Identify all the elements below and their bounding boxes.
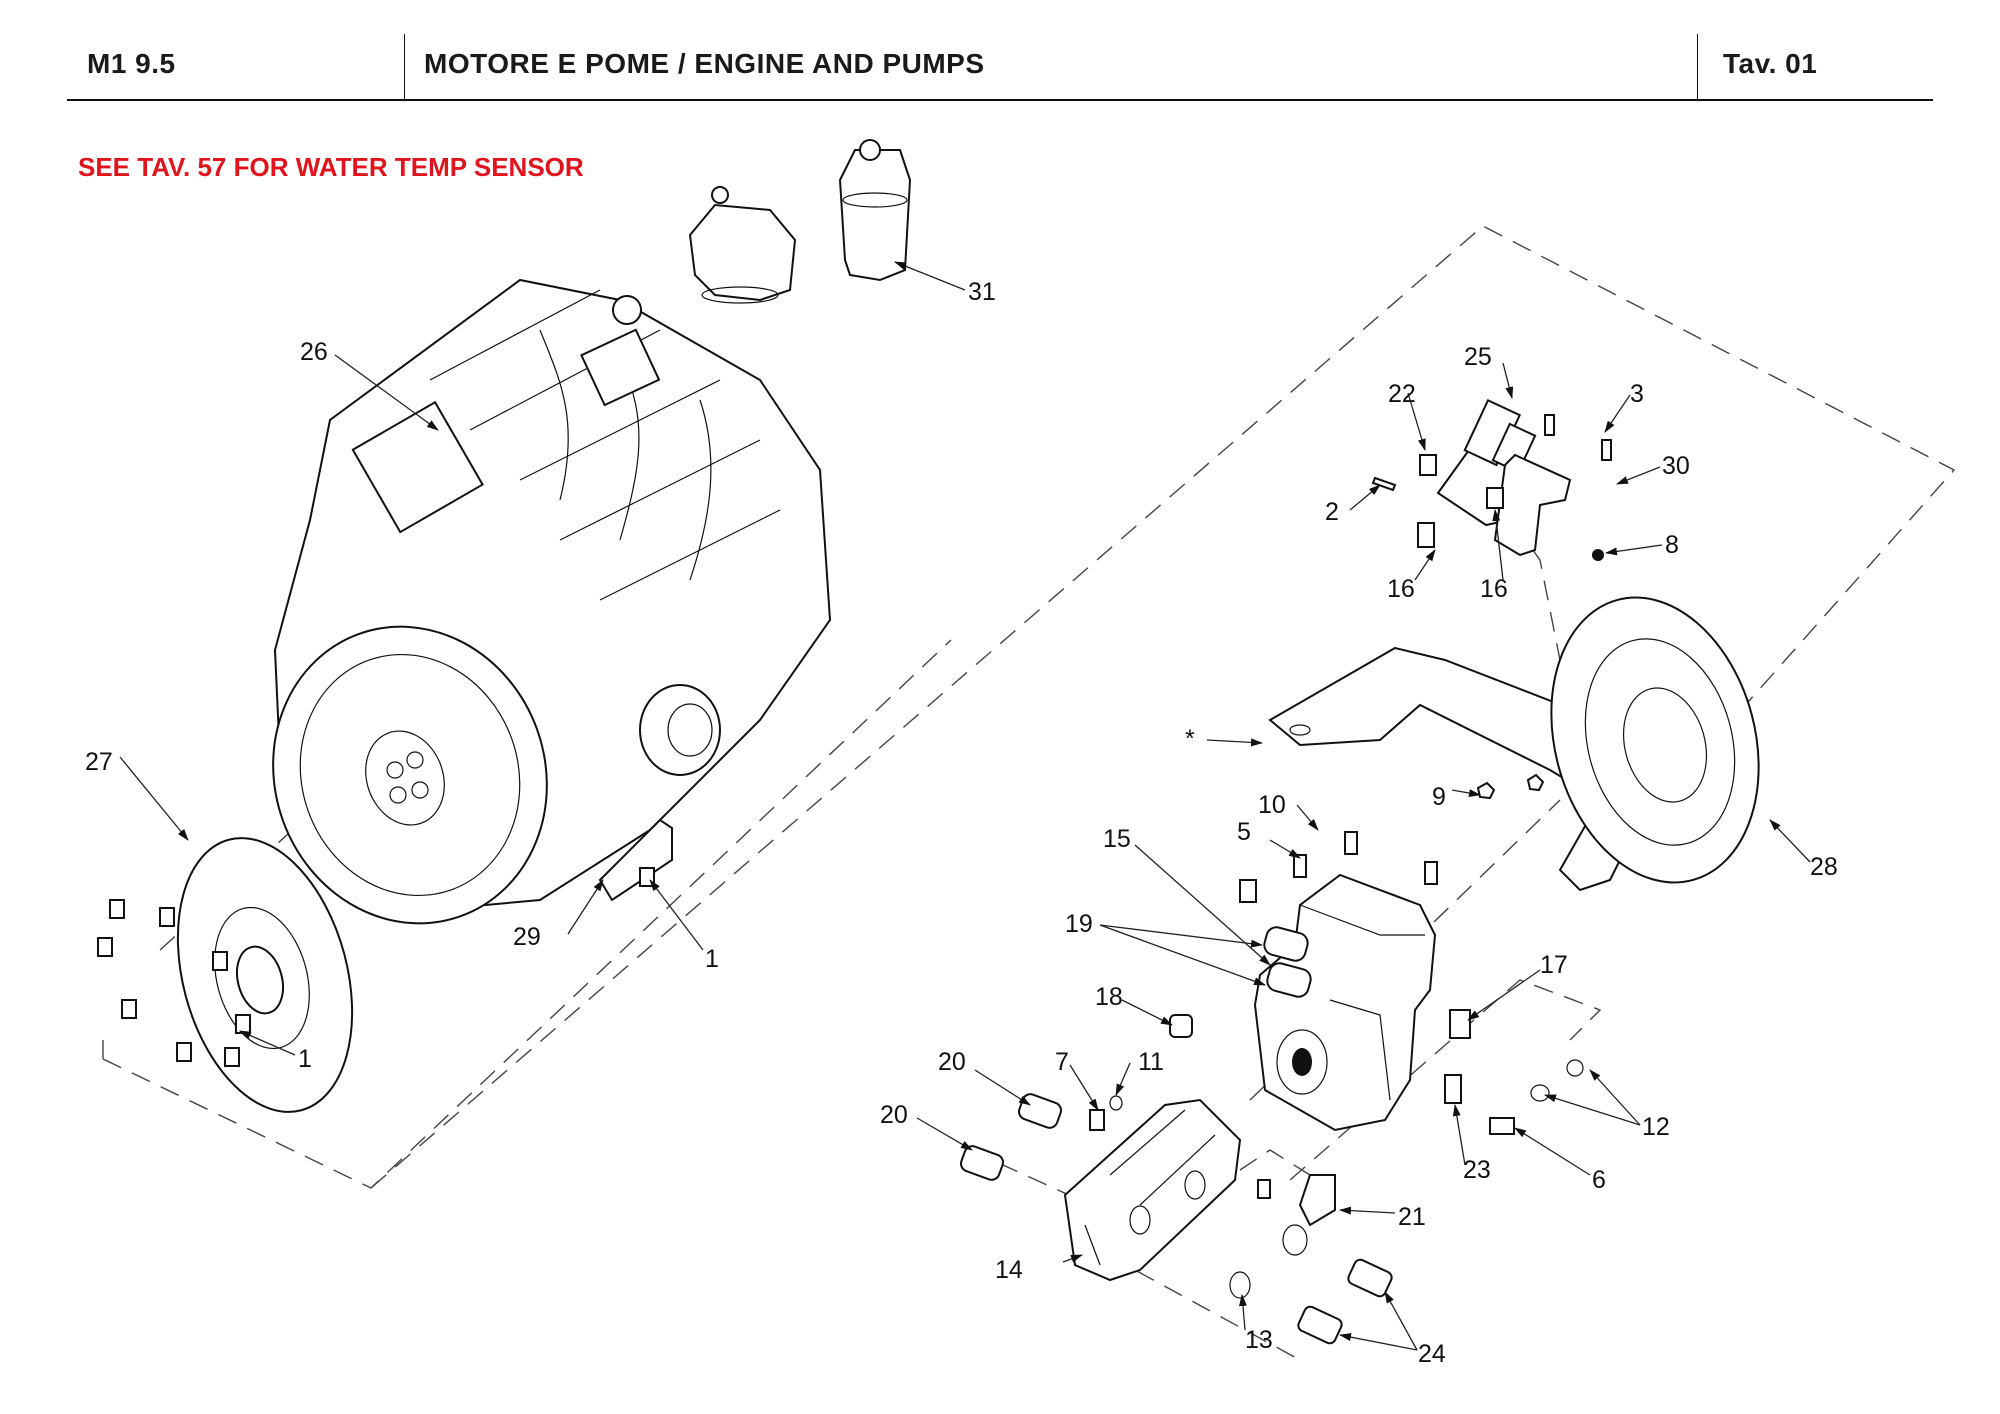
callout-19: 19 [1065, 910, 1093, 938]
callout-7: 7 [1055, 1048, 1069, 1076]
callout-24: 24 [1418, 1340, 1446, 1368]
callout-27: 27 [85, 748, 113, 776]
callout-11: 11 [1138, 1048, 1164, 1076]
callout-14: 14 [995, 1256, 1023, 1284]
callout-29: 29 [513, 923, 541, 951]
water-temp-sensor-note: SEE TAV. 57 FOR WATER TEMP SENSOR [78, 152, 584, 182]
callout-26: 26 [300, 338, 328, 366]
callout-1-coupling: 1 [298, 1045, 312, 1073]
callout-16-left: 16 [1387, 575, 1415, 603]
callout-25: 25 [1464, 343, 1492, 371]
gear-pump [1063, 1098, 1242, 1282]
assembly-outline-right [370, 225, 1956, 1189]
callout-10: 10 [1258, 791, 1286, 819]
callout-23: 23 [1463, 1156, 1491, 1184]
callout-20-lower: 20 [880, 1101, 908, 1129]
callout-1-engine: 1 [705, 945, 719, 973]
fuel-filter-right [838, 139, 912, 282]
callout-2: 2 [1325, 498, 1339, 526]
solenoid-valve-block [1371, 399, 1612, 561]
header-divider-right [1697, 34, 1698, 100]
callout-17: 17 [1540, 951, 1568, 979]
table-reference: Tav. 01 [1723, 48, 1818, 79]
small-parts-bottom [1089, 1059, 1584, 1345]
bracket-bolts [1239, 773, 1545, 903]
header-divider-left [404, 34, 405, 100]
callout-3: 3 [1630, 380, 1644, 408]
callout-8: 8 [1665, 531, 1679, 559]
callout-15: 15 [1103, 825, 1131, 853]
callout-6: 6 [1592, 1166, 1606, 1194]
flex-coupling-disc [176, 837, 354, 1113]
callout-star: * [1185, 725, 1195, 753]
pump-fittings-19 [1169, 926, 1312, 1038]
engine-assembly [272, 278, 832, 925]
callout-13: 13 [1245, 1326, 1273, 1354]
callout-21: 21 [1398, 1203, 1426, 1231]
callout-18: 18 [1095, 983, 1123, 1011]
coupling-bolts [97, 899, 251, 1067]
callout-28: 28 [1810, 853, 1838, 881]
header-rule [67, 99, 1933, 101]
model-code: M1 9.5 [87, 48, 176, 79]
bell-housing [1550, 596, 1760, 884]
callout-30: 30 [1662, 452, 1690, 480]
leader-lines [119, 261, 1811, 1351]
fuel-filter-left [688, 186, 797, 304]
page-title: MOTORE E POME / ENGINE AND PUMPS [424, 48, 985, 79]
callout-16-right: 16 [1480, 575, 1508, 603]
callout-22: 22 [1388, 380, 1416, 408]
engine-mount-bracket-29 [598, 818, 673, 902]
callout-31: 31 [968, 278, 996, 306]
callout-20-upper: 20 [938, 1048, 966, 1076]
callout-5: 5 [1237, 818, 1251, 846]
callout-12: 12 [1642, 1113, 1670, 1141]
callout-9: 9 [1432, 783, 1446, 811]
hydrostatic-pump [1253, 873, 1471, 1132]
